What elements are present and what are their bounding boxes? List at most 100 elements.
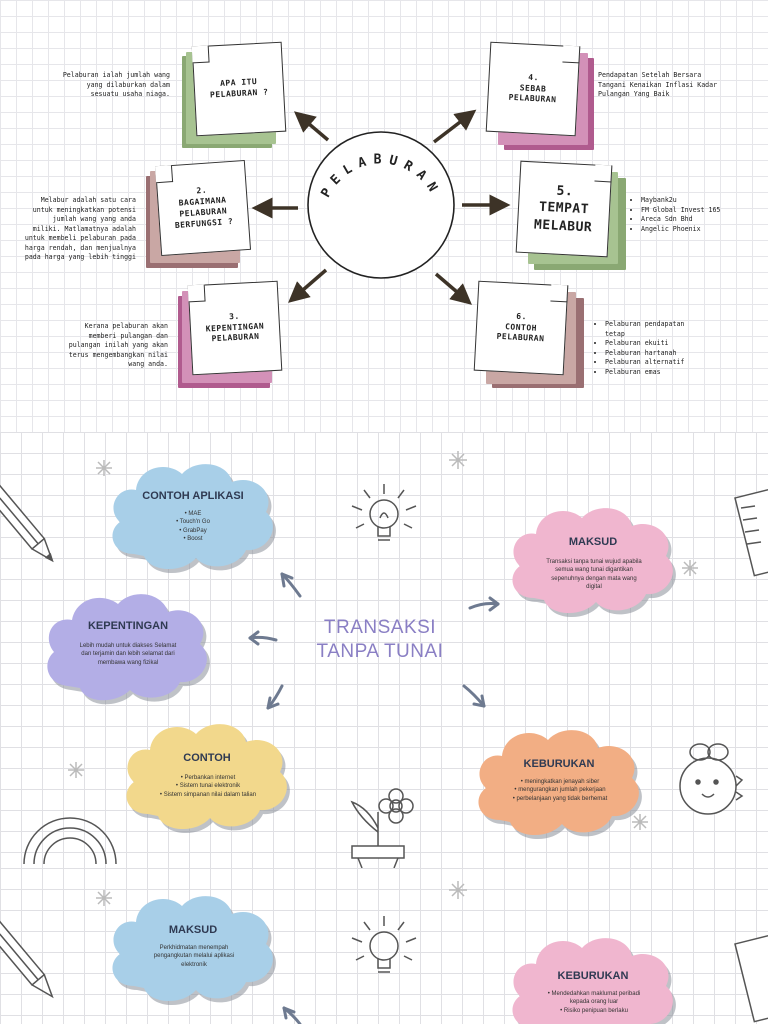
notebook-icon bbox=[734, 930, 768, 1023]
list-item: perbelanjaan yang tidak berhemat bbox=[510, 795, 610, 803]
center-title: PELABURAN bbox=[319, 153, 437, 201]
note-fold bbox=[550, 284, 569, 303]
note-1-description: Pelaburan ialah jumlah wang yang dilabur… bbox=[62, 71, 170, 99]
cloud-kepentingan: KEPENTINGAN Lebih mudah untuk diakses Se… bbox=[40, 586, 216, 712]
arrow-1 bbox=[293, 111, 330, 142]
lightbulb-icon bbox=[351, 484, 417, 541]
note-2-description: Melabur adalah satu cara untuk meningkat… bbox=[24, 196, 136, 262]
list-item: Areca Sdn Bhd bbox=[641, 215, 752, 225]
note-6-number: 6. bbox=[516, 311, 528, 322]
sparkle-icon bbox=[449, 881, 467, 899]
note-fold bbox=[187, 284, 206, 303]
sparkle-icon bbox=[449, 451, 467, 469]
note-6: 6.CONTOH PELABURAN bbox=[473, 280, 569, 376]
note-2: 2.BAGAIMANA PELABURAN BERFUNGSI ? bbox=[154, 159, 252, 257]
third-mindmap-partial: MAKSUD Perkhidmatan menempah pengangkuta… bbox=[0, 868, 768, 1024]
note-3-description: Kerana pelaburan akan memberi pulangan d… bbox=[68, 322, 168, 369]
note-2-number: 2. bbox=[196, 186, 208, 196]
cloud-title: CONTOH APLIKASI bbox=[142, 490, 244, 502]
pencil-icon bbox=[0, 460, 54, 563]
arrow-4 bbox=[432, 109, 477, 144]
cloud-shape bbox=[112, 896, 276, 1006]
note-4-number: 4. bbox=[528, 72, 540, 83]
note-fold bbox=[191, 45, 210, 64]
cloud-list: meningkatkan jenayah sibermengurangkan j… bbox=[510, 778, 610, 803]
sparkle-icon bbox=[68, 762, 84, 778]
doodles-layer bbox=[0, 881, 768, 1024]
note-5: 5.TEMPAT MELABUR bbox=[515, 160, 613, 258]
cloud-shape bbox=[47, 594, 210, 705]
center-title: TRANSAKSI TANPA TUNAI bbox=[316, 617, 444, 662]
list-item: Pelaburan pendapatan tetap bbox=[605, 320, 706, 339]
sparkle-icon bbox=[632, 814, 648, 830]
list-item: Sistem simpanan nilai dalam talian bbox=[158, 791, 258, 799]
cloud-contoh: CONTOH Perbankan internetSistem tunai el… bbox=[118, 716, 296, 842]
note-6-list: Pelaburan pendapatan tetapPelaburan ekui… bbox=[596, 320, 706, 377]
notebook-icon bbox=[734, 484, 768, 577]
cloud-contoh-aplikasi: CONTOH APLIKASI MAETouch'n GoGrabPayBoos… bbox=[104, 456, 282, 582]
note-5-list: Maybank2uFM Global Invest 165Areca Sdn B… bbox=[632, 196, 752, 234]
bee-icon bbox=[679, 743, 744, 815]
list-item: Pelaburan alternatif bbox=[605, 358, 706, 368]
arrow-3 bbox=[288, 268, 328, 303]
sparkle-icon bbox=[96, 890, 112, 906]
center-circle bbox=[307, 131, 455, 279]
note-2-title: BAGAIMANA PELABURAN BERFUNGSI ? bbox=[174, 195, 234, 230]
note-6-title: CONTOH PELABURAN bbox=[496, 321, 545, 344]
doodles-layer bbox=[0, 451, 768, 868]
note-3-title: KEPENTINGAN PELABURAN bbox=[205, 321, 265, 344]
list-item: Mendedahkan maklumat peribadi kepada ora… bbox=[544, 990, 644, 1007]
note-fold bbox=[154, 165, 174, 184]
flower-pot-icon bbox=[350, 788, 414, 868]
note-4-description: Pendapatan Setelah Bersara Tangani Kenai… bbox=[598, 71, 718, 99]
list-item: Pelaburan hartanah bbox=[605, 349, 706, 359]
list-item: Touch'n Go bbox=[144, 518, 242, 526]
note-3: 3.KEPENTINGAN PELABURAN bbox=[187, 280, 283, 376]
list-item: MAE bbox=[144, 510, 242, 518]
list-item: mengurangkan jumlah pekerjaan bbox=[510, 786, 610, 794]
cloud-title: KEPENTINGAN bbox=[87, 620, 169, 632]
list-item: Perbankan internet bbox=[158, 774, 258, 782]
lightbulb-icon bbox=[351, 916, 417, 973]
cloud-title: KEBURUKAN bbox=[523, 758, 595, 770]
list-item: Maybank2u bbox=[641, 196, 752, 206]
list-item: GrabPay bbox=[144, 527, 242, 535]
transaksi-mindmap: TRANSAKSI TANPA TUNAI CONTOH APLIKASI MA… bbox=[0, 432, 768, 868]
cloud-list: MAETouch'n GoGrabPayBoost bbox=[144, 510, 242, 544]
list-item: Sistem tunai elektronik bbox=[158, 782, 258, 790]
cloud-maksud: MAKSUD Transaksi tanpa tunai wujud apabi… bbox=[504, 500, 682, 626]
list-item: FM Global Invest 165 bbox=[641, 206, 752, 216]
pelaburan-mindmap: PELABURAN APA ITU PELABURAN ? Pelaburan … bbox=[0, 0, 768, 432]
note-fold bbox=[562, 45, 581, 64]
cloud-list: Mendedahkan maklumat peribadi kepada ora… bbox=[544, 990, 644, 1015]
list-item: Angelic Phoenix bbox=[641, 225, 752, 235]
cloud-keburukan: KEBURUKAN Mendedahkan maklumat peribadi … bbox=[504, 930, 682, 1024]
cloud-title: KEBURUKAN bbox=[557, 970, 629, 982]
list-item: Boost bbox=[144, 535, 242, 543]
cloud-list: Perbankan internetSistem tunai elektroni… bbox=[158, 774, 258, 799]
list-item: Pelaburan ekuiti bbox=[605, 339, 706, 349]
list-item: meningkatkan jenayah siber bbox=[510, 778, 610, 786]
cloud-title: MAKSUD bbox=[168, 924, 218, 936]
note-5-number: 5. bbox=[556, 183, 574, 200]
arrows-layer bbox=[251, 109, 511, 305]
list-item: Pelaburan emas bbox=[605, 368, 706, 378]
note-5-title: TEMPAT MELABUR bbox=[533, 199, 593, 236]
pencil-icon bbox=[0, 896, 54, 999]
rainbow-icon bbox=[23, 817, 117, 865]
note-fold bbox=[594, 164, 613, 183]
note-4-title: SEBAB PELABURAN bbox=[508, 82, 557, 105]
sparkle-icon bbox=[682, 560, 698, 576]
note-1-title: APA ITU PELABURAN ? bbox=[209, 77, 269, 100]
note-1: APA ITU PELABURAN ? bbox=[191, 41, 287, 137]
note-4: 4.SEBAB PELABURAN bbox=[485, 41, 581, 137]
cloud-text: Lebih mudah untuk diakses Selamat dan te… bbox=[79, 643, 177, 666]
cloud-shape bbox=[512, 508, 676, 618]
cloud-title: MAKSUD bbox=[568, 536, 618, 548]
list-item: Risiko penipuan berlaku bbox=[544, 1007, 644, 1015]
cloud-keburukan: KEBURUKAN meningkatkan jenayah sibermeng… bbox=[470, 722, 648, 848]
cloud-text: Transaksi tanpa tunai wujud apabila semu… bbox=[546, 559, 642, 591]
note-3-number: 3. bbox=[228, 311, 240, 322]
cloud-maksud: MAKSUD Perkhidmatan menempah pengangkuta… bbox=[104, 888, 282, 1014]
sparkle-icon bbox=[96, 460, 112, 476]
